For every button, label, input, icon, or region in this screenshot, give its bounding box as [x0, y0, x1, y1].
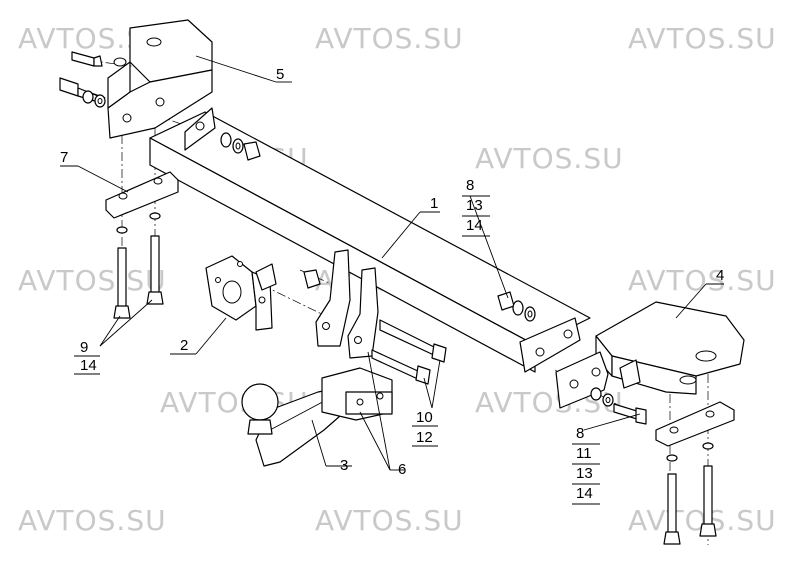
label-right-8: 8: [576, 425, 584, 442]
label-left-9: 9: [80, 339, 88, 356]
label-part-2: 2: [180, 337, 188, 354]
part-2-socket-bracket: [205, 255, 277, 331]
part-10-bolts: [371, 319, 447, 385]
label-part-6: 6: [398, 461, 406, 478]
watermark: AVTOS.SU: [18, 504, 167, 537]
part-fasteners-beam-right: [497, 291, 536, 322]
label-right-13: 13: [576, 465, 593, 482]
label-part-4: 4: [716, 267, 724, 284]
part-fasteners-beam-left: [220, 132, 261, 161]
label-mid-12: 12: [416, 429, 433, 446]
label-part-1: 1: [430, 195, 438, 212]
label-top-8: 8: [466, 177, 474, 194]
part-labels: 5 7 1 4 2 3 6 8 13 14 9 14 10 12 8 11 13…: [60, 66, 724, 505]
label-top-13: 13: [466, 197, 483, 214]
part-7-left-plate: [105, 171, 179, 219]
label-part-5: 5: [276, 66, 284, 83]
watermark: AVTOS.SU: [18, 264, 167, 297]
watermark: AVTOS.SU: [315, 22, 464, 55]
part-5-left-bracket: [107, 19, 213, 139]
watermark: AVTOS.SU: [315, 504, 464, 537]
label-right-11: 11: [576, 445, 592, 462]
label-right-14: 14: [576, 485, 593, 502]
part-9-left-bolts: [113, 212, 164, 319]
label-mid-10: 10: [416, 409, 433, 426]
label-part-3: 3: [340, 457, 348, 474]
part-fasteners-top-left: [59, 51, 106, 108]
leader-lines: [60, 55, 724, 471]
part-right-lower-plate: [655, 401, 735, 447]
label-part-7: 7: [60, 149, 68, 166]
part-nut-center: [303, 269, 321, 289]
watermark: AVTOS.SU: [475, 142, 624, 175]
part-3-tow-ball: [241, 367, 393, 467]
part-1-cross-beam: [149, 107, 591, 373]
watermark: AVTOS.SU: [628, 264, 777, 297]
label-left-14: 14: [80, 357, 97, 374]
part-right-long-bolts: [663, 442, 717, 545]
watermark: AVTOS.SU: [628, 22, 777, 55]
label-top-14: 14: [466, 217, 483, 234]
